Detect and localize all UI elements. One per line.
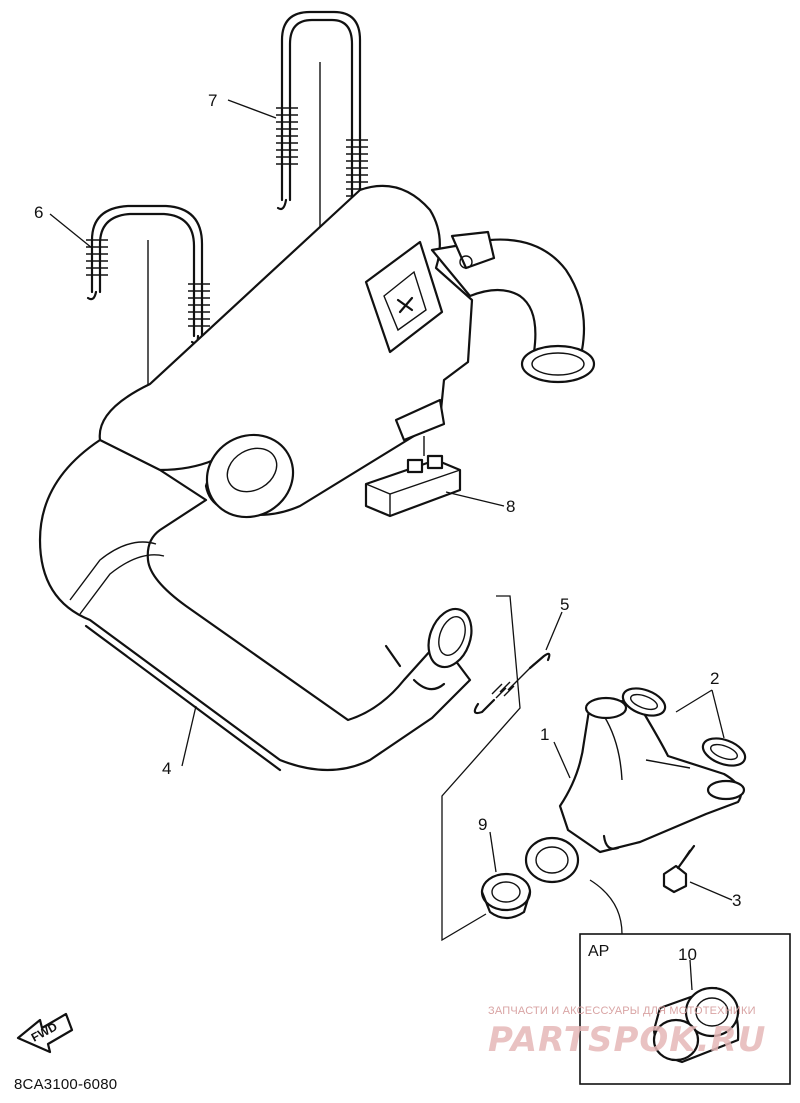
watermark-logo: PARTSPOK.RU — [488, 1020, 767, 1060]
bolt-3 — [662, 844, 696, 894]
fwd-arrow-icon: FWD — [16, 1012, 74, 1054]
callout-4: 4 — [162, 759, 171, 778]
callout-2: 2 — [710, 669, 719, 688]
callout-7: 7 — [208, 91, 217, 110]
sleeve-10 — [652, 986, 740, 1064]
damper-8 — [364, 454, 462, 518]
drawing-code: 8CA3100-6080 — [14, 1076, 118, 1093]
seal-9 — [480, 872, 532, 920]
callout-1: 1 — [540, 725, 549, 744]
exhaust-pipe-1 — [524, 696, 746, 884]
spring-7 — [276, 10, 368, 246]
callout-10: 10 — [678, 945, 697, 964]
callout-6: 6 — [34, 203, 43, 222]
detail-ap-label: AP — [588, 943, 609, 960]
callout-3: 3 — [732, 891, 741, 910]
gasket-2-upper — [621, 687, 667, 717]
watermark-subtitle: ЗАПЧАСТИ И АКСЕССУАРЫ ДЛЯ МОТОТЕХНИКИ — [488, 1005, 756, 1017]
callout-8: 8 — [506, 497, 515, 516]
muffler-4 — [38, 184, 596, 772]
callout-9: 9 — [478, 815, 487, 834]
gasket-2-lower — [701, 737, 747, 767]
group-bracket — [441, 595, 521, 942]
callout-5: 5 — [560, 595, 569, 614]
leader-lines — [49, 99, 733, 991]
spring-5 — [473, 652, 551, 715]
